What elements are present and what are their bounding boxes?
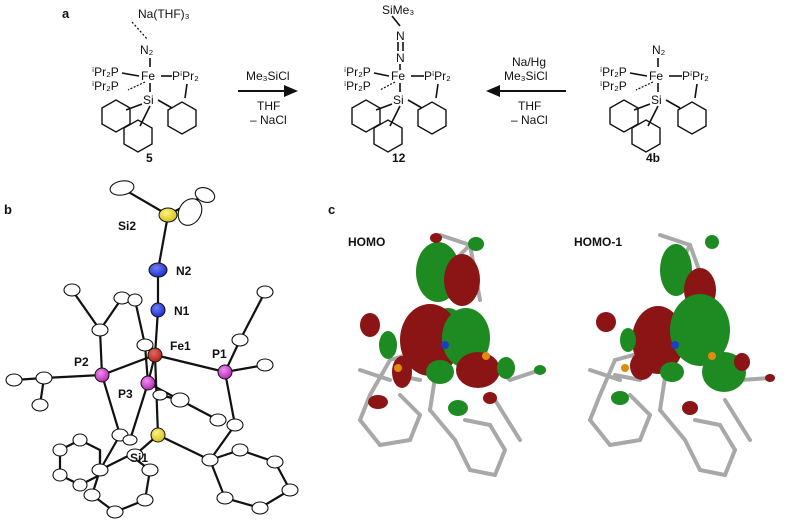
label-si1: Si1	[130, 451, 148, 465]
label-p1: P1	[212, 347, 227, 361]
reaction-arrow-forward: Me₃SiCl THF – NaCl	[238, 69, 298, 127]
reverse-reagent-2: Me₃SiCl	[504, 69, 548, 83]
compound-5-axial-ligand: Na(THF)₃	[138, 7, 190, 21]
compound-12-si: Si	[393, 93, 404, 107]
homo-label: HOMO	[348, 235, 385, 249]
label-fe1: Fe1	[170, 339, 191, 353]
atom-si1	[150, 427, 166, 443]
compound-12-fe: Fe	[391, 69, 405, 83]
panel-label-c: c	[328, 202, 335, 217]
atom-n2	[148, 262, 168, 278]
atom-p2	[94, 367, 110, 383]
reaction-arrow-reverse: Na/Hg Me₃SiCl THF – NaCl	[486, 55, 566, 127]
compound-4b-fe: Fe	[649, 69, 663, 83]
label-n1: N1	[174, 304, 190, 318]
label-n2: N2	[176, 264, 192, 278]
label-p2: P2	[74, 355, 89, 369]
compound-4b-id: 4b	[646, 151, 660, 165]
compound-4b-n2-label: N₂	[652, 43, 666, 57]
atom-p3	[140, 375, 156, 391]
forward-byproduct: – NaCl	[250, 113, 287, 127]
compound-12-id: 12	[392, 151, 406, 165]
atom-si2	[158, 207, 178, 223]
reverse-reagent-1: Na/Hg	[512, 55, 546, 69]
compound-12-p-right: PⁱPr₂	[424, 69, 451, 83]
panel-label-a: a	[62, 6, 70, 21]
compound-4b-p-left-top: ⁱPr₂P	[600, 65, 627, 79]
compound-12-p-left-top: ⁱPr₂P	[344, 65, 371, 79]
label-si2: Si2	[118, 219, 136, 233]
reverse-byproduct: – NaCl	[511, 113, 548, 127]
compound-4b-structure: N₂ Fe ⁱPr₂P ⁱPr₂P PⁱPr₂ Si 4b	[600, 43, 709, 165]
compound-12-p-left-bottom: ⁱPr₂P	[344, 79, 371, 93]
atom-n1	[150, 302, 166, 318]
panel-label-b: b	[4, 202, 12, 217]
label-p3: P3	[118, 387, 133, 401]
compound-5-p-left-top: ⁱPr₂P	[92, 65, 119, 79]
crystal-structure: Si2 N2 N1 Fe1 P1 P2 P3 Si1	[5, 180, 299, 519]
compound-5-si: Si	[143, 93, 154, 107]
homo-1-orbital-plot	[588, 233, 775, 477]
forward-solvent: THF	[257, 99, 280, 113]
compound-5-p-left-bottom: ⁱPr₂P	[92, 79, 119, 93]
homo-orbital-plot	[358, 233, 546, 477]
compound-4b-p-right: PⁱPr₂	[682, 69, 709, 83]
carbon-ellipsoids	[5, 180, 299, 519]
reverse-solvent: THF	[518, 99, 541, 113]
compound-5-fe: Fe	[141, 69, 155, 83]
compound-5-p-right: PⁱPr₂	[172, 69, 199, 83]
compound-5-structure: Na(THF)₃ N₂ Fe ⁱPr₂P ⁱPr₂P PⁱPr₂ Si 5	[92, 7, 199, 165]
compound-12-axial-ligand: SiMe₃	[382, 3, 414, 17]
compound-12-structure: SiMe₃ N N Fe ⁱPr₂P ⁱPr₂P PⁱPr₂ Si 12	[344, 3, 451, 165]
compound-4b-p-left-bottom: ⁱPr₂P	[600, 79, 627, 93]
atom-fe1	[147, 347, 163, 363]
atom-p1	[217, 364, 233, 380]
compound-4b-si: Si	[651, 93, 662, 107]
compound-5-n2-label: N₂	[140, 43, 154, 57]
crystal-bonds	[13, 189, 266, 471]
compound-5-id: 5	[146, 151, 153, 165]
compound-12-n-top: N	[396, 29, 405, 43]
homo-1-label: HOMO-1	[574, 235, 622, 249]
forward-reagent: Me₃SiCl	[246, 69, 290, 83]
compound-12-n-bottom: N	[396, 51, 405, 65]
